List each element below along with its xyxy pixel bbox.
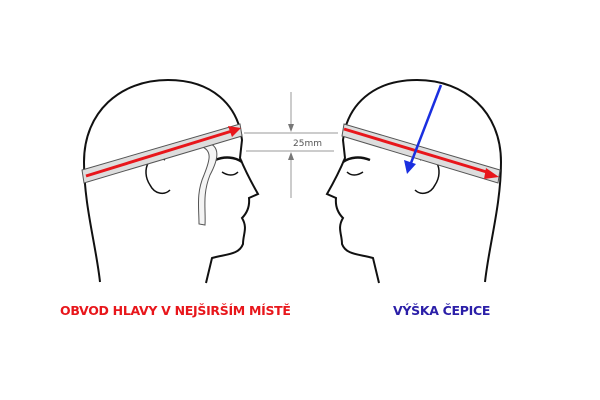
circumference-arrow: [85, 129, 233, 178]
left-head: [81, 78, 260, 285]
offset-dimension: [244, 92, 338, 198]
hat-height-label: VÝŠKA ČEPICE: [393, 303, 491, 318]
head-circumference-label: OBVOD HLAVY V NEJŠIRŠÍM MÍSTĚ: [60, 303, 291, 318]
height-arrow: [409, 84, 443, 164]
right-head: [325, 78, 503, 285]
offset-label: 25mm: [293, 139, 322, 149]
